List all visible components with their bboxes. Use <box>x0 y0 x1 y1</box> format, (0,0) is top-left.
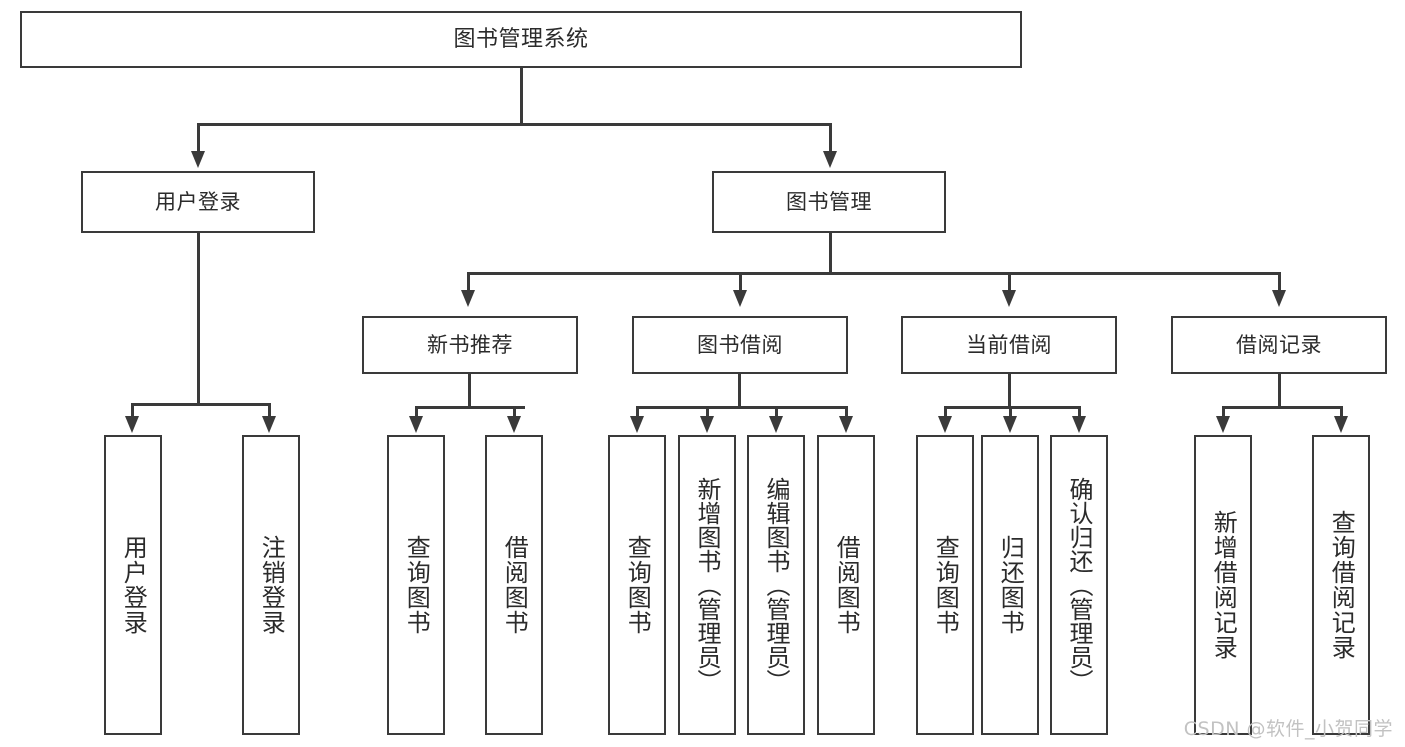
node-label: 新增借阅记录 <box>1209 510 1238 660</box>
arrowhead-cb-confirm <box>1072 416 1086 433</box>
leaf-br-add-record[interactable]: 新增借阅记录 <box>1194 435 1252 735</box>
connector-user-login-stem <box>197 233 200 405</box>
connector-drop-leaf-logout <box>268 403 271 418</box>
connector-drop-br-add <box>1222 406 1225 418</box>
node-label: 新增图书（管理员） <box>693 477 721 693</box>
arrowhead-borrow-record <box>1272 290 1286 307</box>
node-borrow-record[interactable]: 借阅记录 <box>1171 316 1387 374</box>
connector-book-borrow-bar <box>636 406 847 409</box>
leaf-bb-borrow-book[interactable]: 借阅图书 <box>817 435 875 735</box>
connector-drop-cb-query <box>944 406 947 418</box>
arrowhead-book-management <box>823 151 837 168</box>
node-label: 用户登录 <box>119 535 148 635</box>
connector-drop-borrow-record <box>1278 272 1281 292</box>
node-book-management[interactable]: 图书管理 <box>712 171 946 233</box>
leaf-nb-query-book[interactable]: 查询图书 <box>387 435 445 735</box>
connector-borrow-record-stem <box>1278 374 1281 408</box>
connector-drop-nb-query <box>415 406 418 418</box>
connector-drop-bb-borrow <box>845 406 848 418</box>
node-label: 图书管理系统 <box>453 26 589 52</box>
node-current-borrow[interactable]: 当前借阅 <box>901 316 1117 374</box>
connector-drop-book-management <box>829 123 832 153</box>
arrowhead-cb-query <box>938 416 952 433</box>
connector-new-book-bar <box>415 406 525 409</box>
connector-drop-nb-borrow <box>513 406 516 418</box>
connector-drop-br-query <box>1340 406 1343 418</box>
node-label: 查询图书 <box>623 535 652 635</box>
connector-drop-book-borrow <box>739 272 742 292</box>
node-label: 用户登录 <box>155 189 241 214</box>
node-new-book-recommend[interactable]: 新书推荐 <box>362 316 578 374</box>
arrowhead-new-book <box>461 290 475 307</box>
node-label: 确认归还（管理员） <box>1065 477 1093 693</box>
arrowhead-leaf-user-login <box>125 416 139 433</box>
arrowhead-bb-query <box>630 416 644 433</box>
node-label: 借阅图书 <box>500 535 529 635</box>
arrowhead-nb-borrow <box>507 416 521 433</box>
arrowhead-book-borrow <box>733 290 747 307</box>
connector-drop-bb-query <box>636 406 639 418</box>
connector-drop-user-login <box>197 123 200 153</box>
node-root-book-management-system[interactable]: 图书管理系统 <box>20 11 1022 68</box>
node-label: 查询借阅记录 <box>1327 510 1356 660</box>
connector-book-borrow-stem <box>738 374 741 408</box>
arrowhead-br-add <box>1216 416 1230 433</box>
arrowhead-bb-edit <box>769 416 783 433</box>
connector-current-borrow-stem <box>1008 374 1011 408</box>
node-label: 图书管理 <box>786 189 872 214</box>
node-label: 归还图书 <box>996 535 1025 635</box>
arrowhead-leaf-logout <box>262 416 276 433</box>
connector-drop-current-borrow <box>1008 272 1011 292</box>
connector-borrow-record-bar <box>1222 406 1343 409</box>
leaf-cb-query-book[interactable]: 查询图书 <box>916 435 974 735</box>
leaf-logout[interactable]: 注销登录 <box>242 435 300 735</box>
arrowhead-bb-borrow <box>839 416 853 433</box>
connector-drop-bb-add <box>706 406 709 418</box>
node-label: 注销登录 <box>257 535 286 635</box>
leaf-bb-query-book[interactable]: 查询图书 <box>608 435 666 735</box>
leaf-bb-edit-book-admin[interactable]: 编辑图书（管理员） <box>747 435 805 735</box>
node-label: 图书借阅 <box>697 332 783 357</box>
arrowhead-cb-return <box>1003 416 1017 433</box>
connector-new-book-stem <box>468 374 471 408</box>
node-label: 查询图书 <box>931 535 960 635</box>
arrowhead-nb-query <box>409 416 423 433</box>
leaf-bb-add-book-admin[interactable]: 新增图书（管理员） <box>678 435 736 735</box>
node-label: 编辑图书（管理员） <box>762 477 790 693</box>
connector-user-login-bar <box>131 403 268 406</box>
arrowhead-current-borrow <box>1002 290 1016 307</box>
connector-drop-cb-confirm <box>1078 406 1081 418</box>
leaf-nb-borrow-book[interactable]: 借阅图书 <box>485 435 543 735</box>
node-label: 借阅图书 <box>832 535 861 635</box>
leaf-cb-confirm-return-admin[interactable]: 确认归还（管理员） <box>1050 435 1108 735</box>
connector-drop-new-book <box>467 272 470 292</box>
connector-book-management-stem <box>829 233 832 275</box>
leaf-br-query-record[interactable]: 查询借阅记录 <box>1312 435 1370 735</box>
node-label: 借阅记录 <box>1236 332 1322 357</box>
node-book-borrow[interactable]: 图书借阅 <box>632 316 848 374</box>
connector-drop-bb-edit <box>775 406 778 418</box>
connector-drop-cb-return <box>1009 406 1012 418</box>
leaf-cb-return-book[interactable]: 归还图书 <box>981 435 1039 735</box>
arrowhead-br-query <box>1334 416 1348 433</box>
connector-drop-leaf-user-login <box>131 403 134 418</box>
connector-root-stem <box>520 68 523 125</box>
connector-book-management-bar <box>467 272 1281 275</box>
node-label: 当前借阅 <box>966 332 1052 357</box>
arrowhead-bb-add <box>700 416 714 433</box>
arrowhead-user-login <box>191 151 205 168</box>
leaf-user-login[interactable]: 用户登录 <box>104 435 162 735</box>
node-label: 新书推荐 <box>427 332 513 357</box>
connector-root-bar <box>197 123 831 126</box>
node-label: 查询图书 <box>402 535 431 635</box>
node-user-login[interactable]: 用户登录 <box>81 171 315 233</box>
